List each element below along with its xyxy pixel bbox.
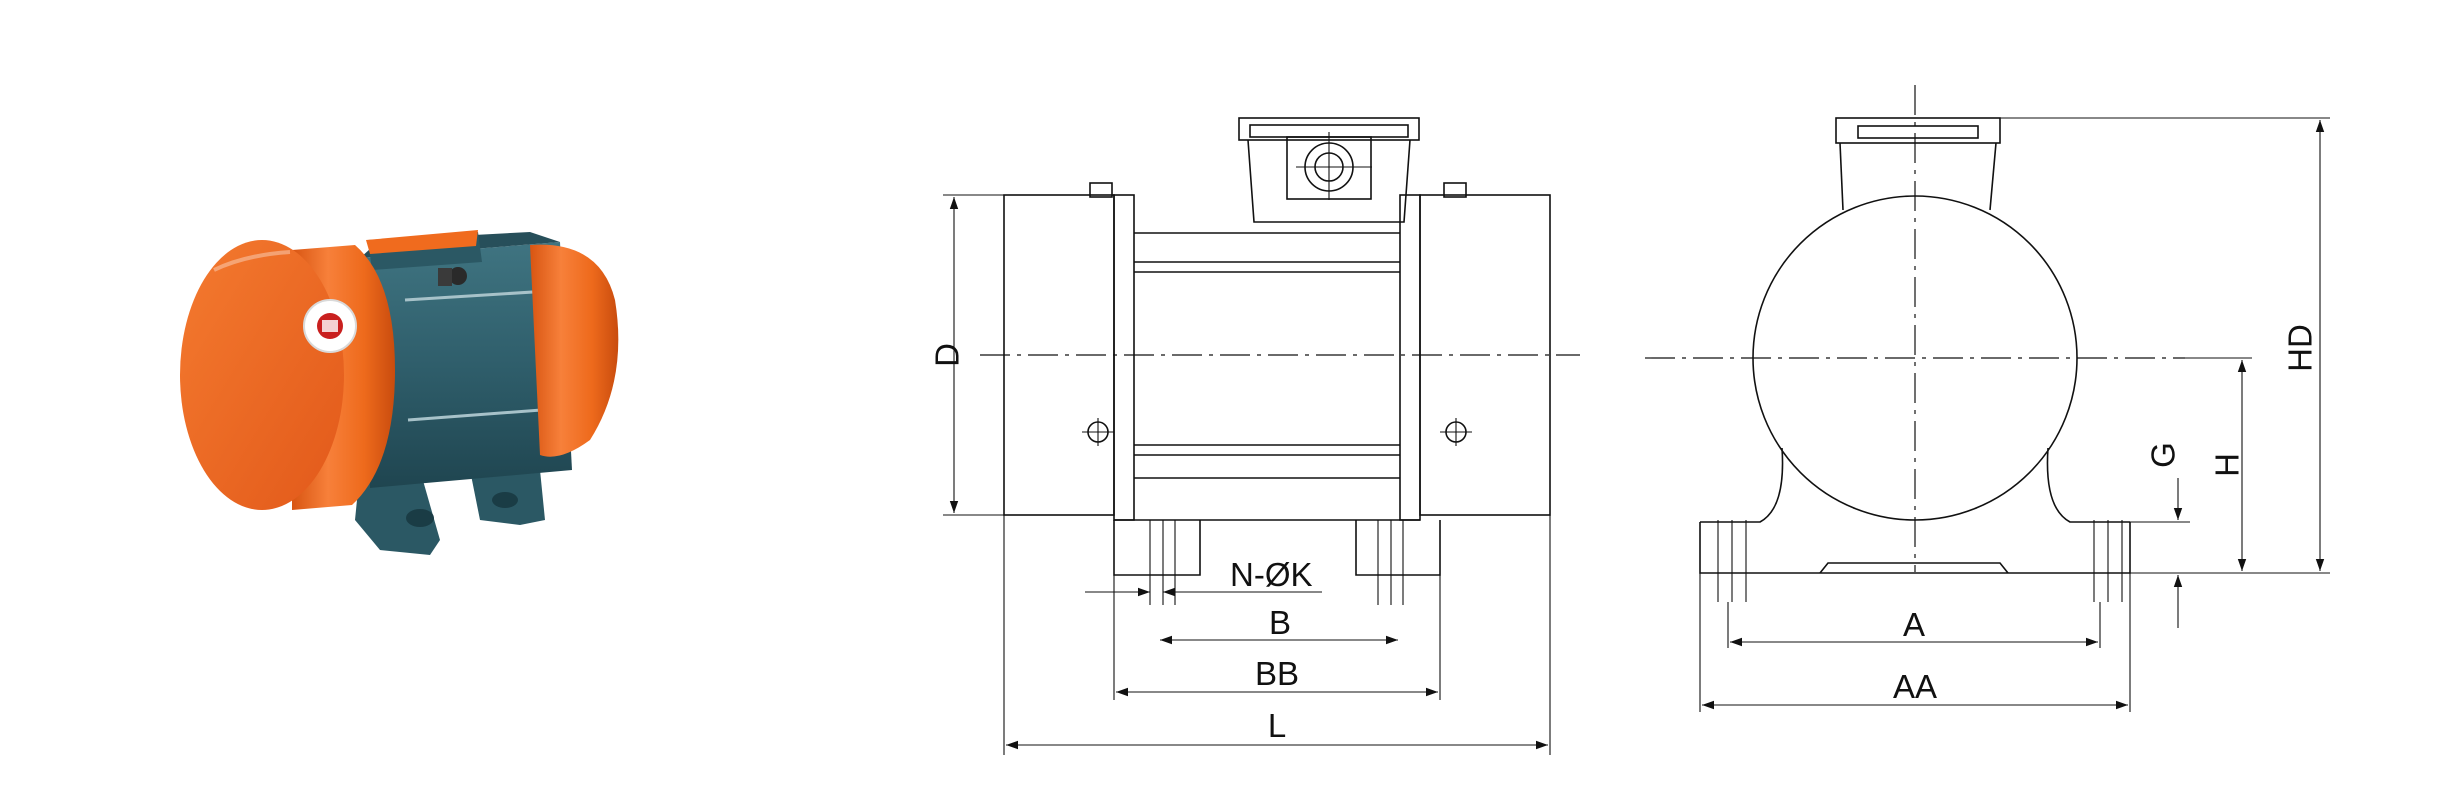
label-a: A — [1903, 606, 1925, 643]
front-view-drawing: D N-ØK B BB L — [929, 117, 1580, 755]
side-terminal-box — [1835, 117, 2001, 211]
terminal-box-outline — [1238, 117, 1420, 223]
dimension-a: A — [1727, 602, 2101, 648]
dimension-bb: BB — [1113, 575, 1441, 700]
dimension-d: D — [929, 194, 1004, 516]
motor-feet — [355, 470, 545, 555]
motor-body-outline — [1089, 182, 1467, 521]
front-feet — [1113, 520, 1441, 605]
label-n-ok: N-ØK — [1230, 556, 1313, 593]
dimension-aa: AA — [1699, 602, 2131, 712]
dimension-g: G — [2130, 442, 2190, 628]
vibration-motor-photo — [180, 230, 619, 555]
hole-symbol-right — [1440, 418, 1472, 446]
right-housing — [530, 244, 619, 457]
left-housing — [180, 240, 395, 510]
dimension-l: L — [1003, 515, 1551, 755]
dimension-n-ok: N-ØK — [1085, 556, 1322, 597]
label-d: D — [929, 343, 966, 367]
hole-symbol-left — [1082, 418, 1114, 446]
label-bb: BB — [1255, 655, 1299, 692]
label-b: B — [1269, 604, 1291, 641]
terminal-box — [366, 230, 482, 286]
dimension-b: B — [1160, 604, 1398, 645]
label-aa: AA — [1893, 668, 1937, 705]
label-g: G — [2145, 442, 2182, 468]
label-hd: HD — [2282, 324, 2319, 372]
dimension-hd: HD — [2000, 117, 2330, 574]
label-l: L — [1268, 707, 1286, 744]
brand-badge — [303, 299, 357, 353]
label-h: H — [2209, 453, 2246, 477]
dimension-h: H — [2130, 357, 2252, 574]
side-view-drawing: A AA G H HD — [1645, 85, 2330, 712]
side-base — [1699, 447, 2131, 602]
